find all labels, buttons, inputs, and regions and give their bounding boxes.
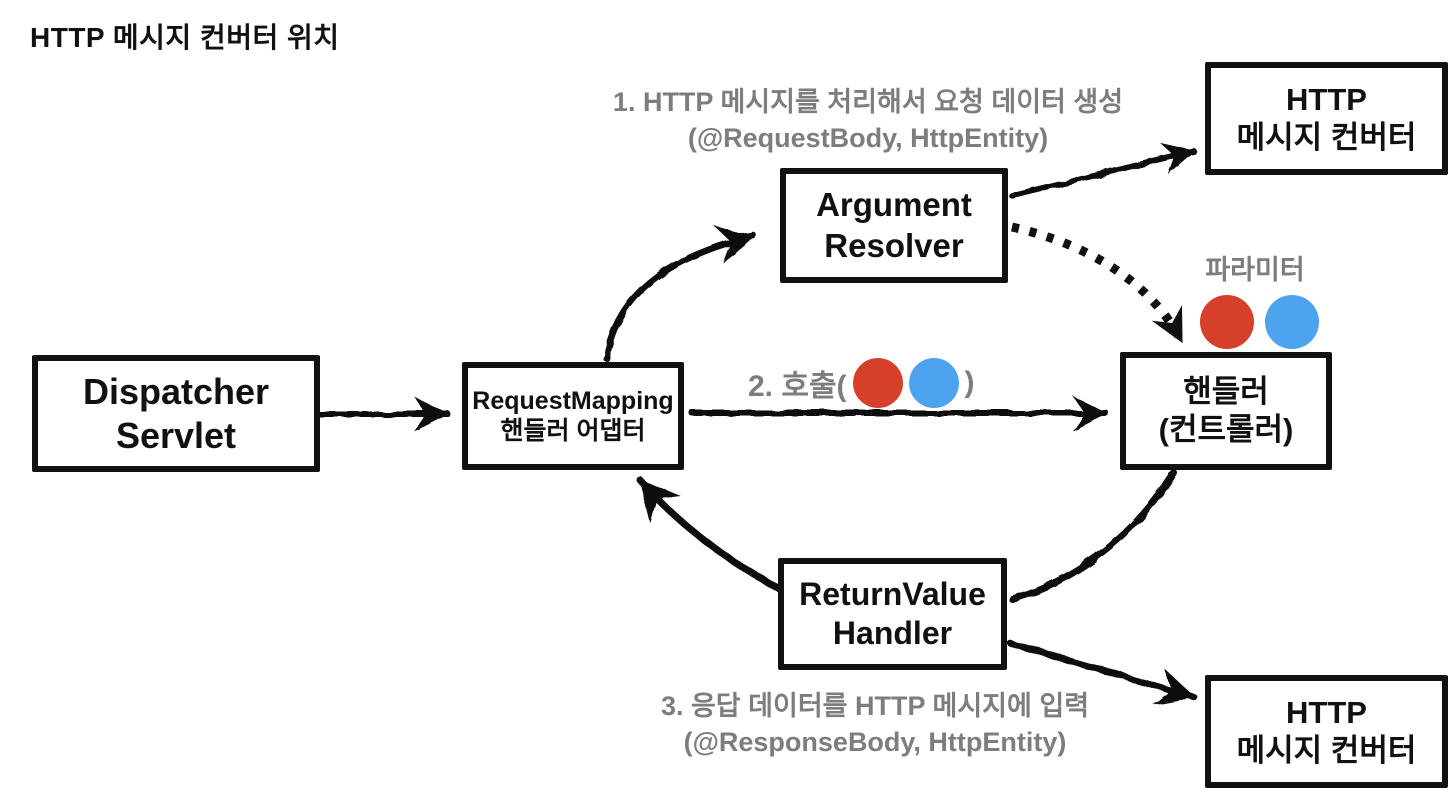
- arrow-argument-resolver-to-http-converter: [1009, 142, 1197, 199]
- request-mapping-line1: RequestMapping: [472, 386, 674, 415]
- http-message-converter-top-box: HTTP 메시지 컨버터: [1205, 62, 1448, 175]
- step2-call-annotation: 2. 호출( ): [748, 358, 975, 408]
- argument-resolver-box: Argument Resolver: [780, 168, 1008, 283]
- http-message-converter-bottom-box: HTTP 메시지 컨버터: [1205, 675, 1448, 788]
- step3-line2: (@ResponseBody, HttpEntity): [683, 727, 1067, 757]
- argument-resolver-line2: Resolver: [824, 226, 964, 264]
- request-mapping-adapter-box: RequestMapping 핸들러 어댑터: [462, 362, 684, 470]
- http-converter-top-line2: 메시지 컨버터: [1236, 119, 1417, 155]
- step1-annotation: 1. HTTP 메시지를 처리해서 요청 데이터 생성 (@RequestBod…: [548, 84, 1188, 156]
- step2-suffix: ): [964, 366, 975, 399]
- parameter-label: 파라미터: [1205, 255, 1305, 285]
- handler-line2: (컨트롤러): [1158, 412, 1294, 447]
- step3-line1: 3. 응답 데이터를 HTTP 메시지에 입력: [660, 691, 1090, 721]
- return-value-line1: ReturnValue: [799, 575, 986, 612]
- http-converter-top-line1: HTTP: [1286, 81, 1367, 117]
- dispatcher-servlet-line2: Servlet: [115, 414, 237, 456]
- dispatcher-servlet-line1: Dispatcher: [82, 370, 270, 412]
- call-red-dot-icon: [852, 358, 903, 408]
- dispatcher-servlet-box: Dispatcher Servlet: [32, 355, 320, 472]
- arrow-returnvalue-to-adapter: [636, 476, 782, 592]
- http-converter-bottom-line1: HTTP: [1286, 694, 1367, 730]
- arrow-handler-to-returnvalue: [1008, 469, 1178, 603]
- step1-line1: 1. HTTP 메시지를 처리해서 요청 데이터 생성: [612, 87, 1124, 117]
- arrow-returnvalue-to-http-converter: [1006, 639, 1198, 705]
- page-title: HTTP 메시지 컨버터 위치: [30, 22, 340, 53]
- return-value-handler-box: ReturnValue Handler: [778, 558, 1007, 670]
- handler-controller-box: 핸들러 (컨트롤러): [1120, 352, 1332, 470]
- request-mapping-line2: 핸들러 어댑터: [500, 417, 646, 445]
- http-converter-bottom-line2: 메시지 컨버터: [1236, 732, 1417, 768]
- return-value-line2: Handler: [832, 615, 953, 651]
- call-blue-dot-icon: [908, 358, 959, 408]
- argument-resolver-line1: Argument: [816, 186, 972, 224]
- step3-annotation: 3. 응답 데이터를 HTTP 메시지에 입력 (@ResponseBody, …: [560, 688, 1190, 760]
- arrow-adapter-to-argument-resolver: [602, 226, 758, 362]
- step2-prefix: 2. 호출(: [748, 370, 847, 403]
- parameter-red-dot-icon: [1200, 295, 1254, 349]
- handler-line1: 핸들러: [1183, 374, 1269, 410]
- parameter-blue-dot-icon: [1265, 295, 1319, 349]
- step1-line2: (@RequestBody, HttpEntity): [687, 123, 1049, 153]
